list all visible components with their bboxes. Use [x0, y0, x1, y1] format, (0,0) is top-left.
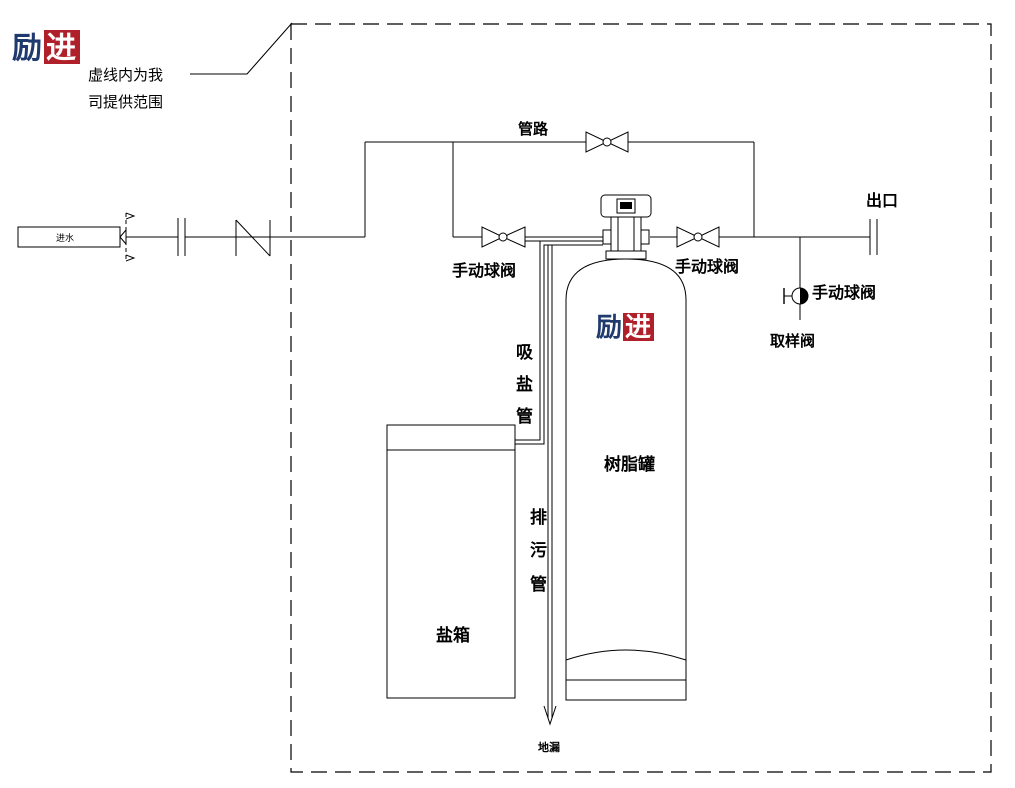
resin-tank-label: 树脂罐: [604, 454, 655, 475]
bypass-valve-left: [585, 131, 609, 153]
brine-tank: 盐箱: [386, 424, 516, 699]
valve-base: [605, 250, 647, 260]
inlet-valve-assembly: 手动球阀: [452, 226, 603, 280]
valve-port-right: [640, 229, 650, 245]
drain-pipe-label-3: 管: [530, 574, 547, 595]
logo-red-block: [44, 30, 80, 64]
logo-char-left: 励: [12, 31, 42, 66]
outlet-assembly: 出口: [866, 191, 898, 255]
resin-tank: 励 进 树脂罐: [565, 258, 687, 701]
inlet-assembly: 进水: [17, 212, 365, 262]
outlet-valve-assembly: 手动球阀: [650, 226, 870, 276]
sampling-valve-assembly: 手动球阀 取样阀: [770, 237, 876, 350]
drain-pipe-label-1: 排: [530, 507, 547, 528]
left-valve-label: 手动球阀: [452, 261, 516, 280]
drain-arrow: [543, 705, 557, 726]
brine-pipe-label-1: 吸: [516, 343, 534, 363]
valve-body: [610, 216, 642, 252]
right-valve-label: 手动球阀: [675, 257, 739, 276]
brine-pipe-label-2: 盐: [516, 374, 533, 395]
brine-tank-body: [386, 424, 516, 699]
brine-pipe-label-3: 管: [516, 406, 533, 427]
scope-note: 虚线内为我 司提供范围: [88, 22, 293, 111]
bypass-pipe-label: 管路: [518, 120, 549, 138]
resin-tank-bottom-dome: [565, 649, 687, 661]
scope-note-line2: 司提供范围: [88, 93, 163, 111]
bypass-valve-stem: [602, 137, 612, 147]
brand-logo: 励 进: [12, 30, 80, 66]
right-valve-stem: [693, 232, 703, 242]
left-valve-a: [481, 226, 505, 248]
inlet-tick-top: [125, 212, 136, 220]
sampling-valve-half: [800, 288, 808, 304]
brine-tank-label: 盐箱: [436, 625, 470, 646]
drain-pipe: 排 污 管 地漏: [530, 245, 560, 754]
bypass-piping: 管路: [364, 120, 755, 237]
tank-logo-left: 励: [596, 313, 622, 343]
outlet-label: 出口: [866, 191, 898, 210]
sampling-valve-label: 取样阀: [770, 332, 815, 350]
resin-tank-body: [565, 258, 687, 701]
tank-logo-right: 进: [625, 313, 651, 343]
check-valve-flap: [235, 219, 271, 257]
floor-drain-label: 地漏: [538, 740, 560, 754]
brine-suction-pipe: 吸 盐 管: [514, 240, 603, 445]
scope-boundary: [290, 23, 992, 773]
tank-logo-red-block: [623, 313, 654, 341]
right-valve-a: [676, 226, 700, 248]
outlet-valve-label: 手动球阀: [812, 283, 876, 302]
valve-port-left: [602, 229, 612, 245]
logo-char-right: 进: [46, 31, 76, 66]
brine-pipe-line-a: [514, 240, 603, 441]
drain-pipe-label-2: 污: [530, 540, 547, 561]
inlet-tick-bottom: [125, 254, 136, 262]
controller-screen: [620, 202, 632, 209]
control-valve-head: [600, 194, 652, 260]
scope-note-line1: 虚线内为我: [88, 66, 163, 84]
scope-leader-line: [190, 22, 293, 75]
inlet-label: 进水: [56, 232, 74, 244]
left-valve-stem: [498, 232, 508, 242]
brine-pipe-line-b: [514, 244, 603, 445]
inlet-fitting: [119, 228, 127, 246]
